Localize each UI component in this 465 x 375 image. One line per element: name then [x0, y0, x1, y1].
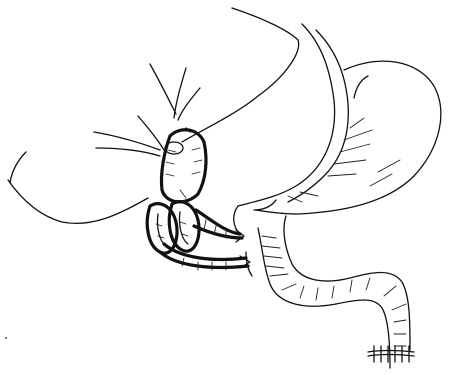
arrow-head-upper [236, 230, 244, 242]
bowel-coil [147, 202, 199, 253]
duodenum-jejunum [234, 200, 410, 368]
ink-dot [5, 337, 7, 339]
stomach [238, 24, 441, 214]
stomach-mucosa-hatching [288, 118, 400, 202]
intestinal-hatching [262, 236, 406, 346]
ligament-lines [94, 64, 200, 156]
liver-outline [8, 8, 299, 223]
gallbladder [161, 128, 206, 202]
anastomosis-sutures [368, 346, 414, 362]
